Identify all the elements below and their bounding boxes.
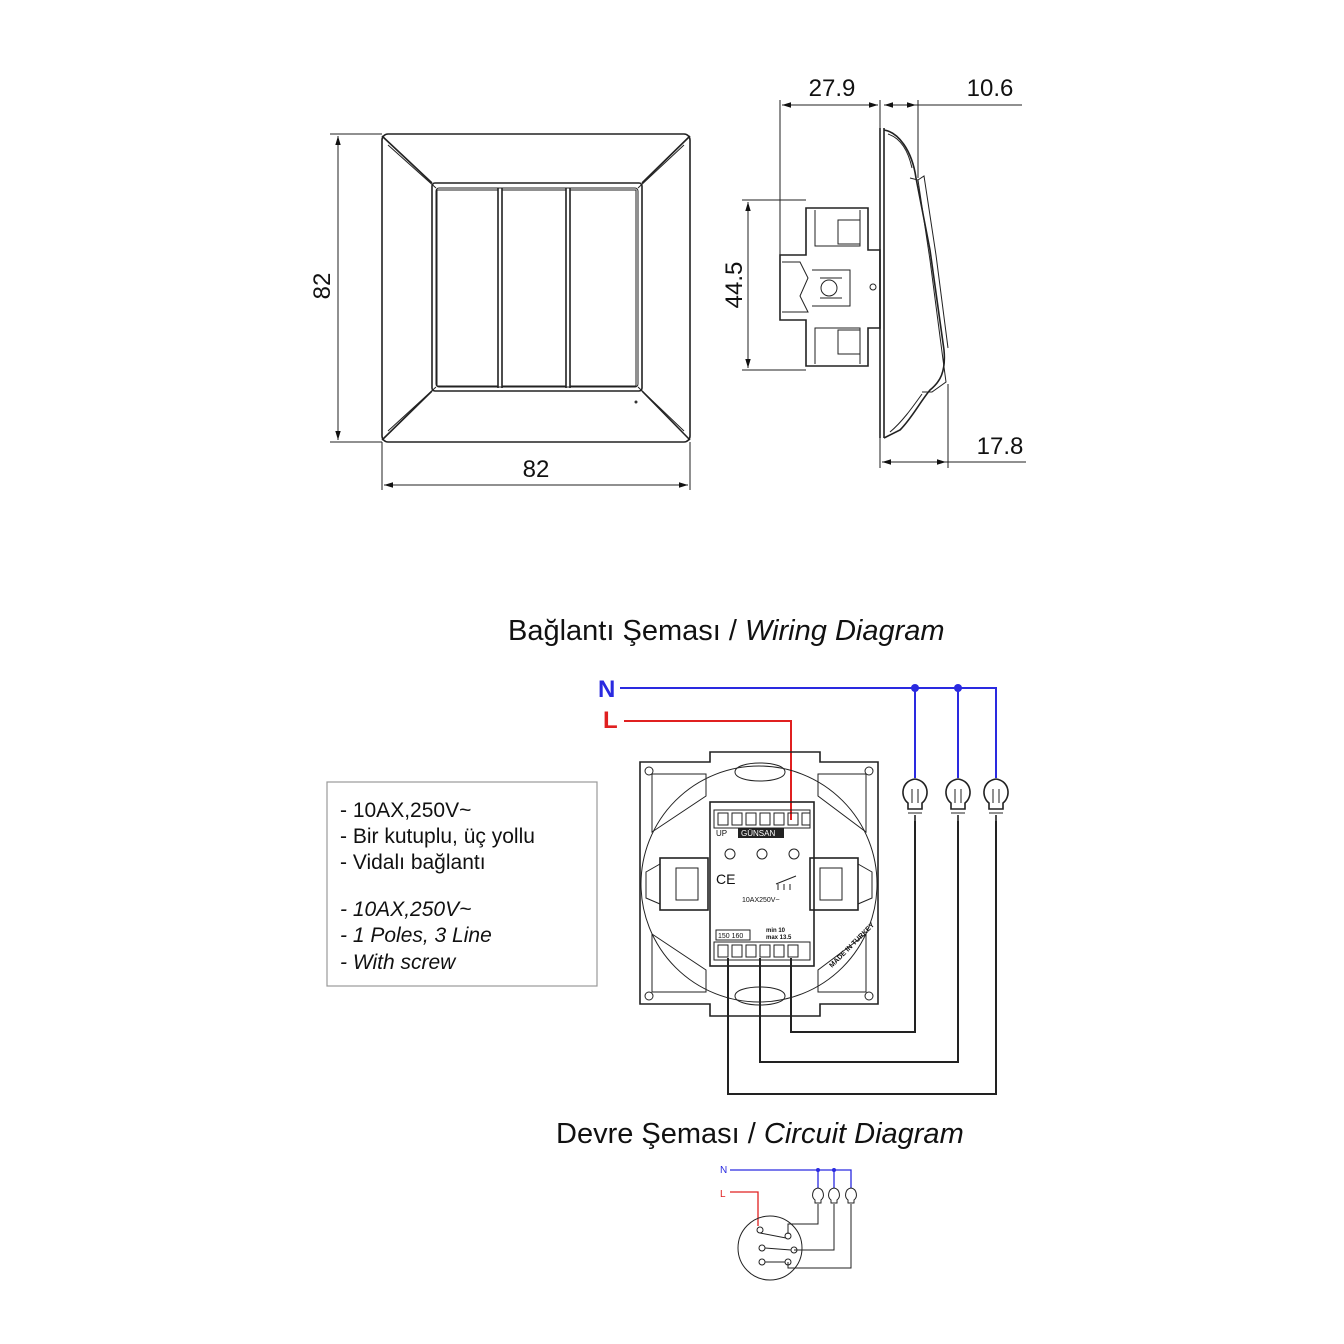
front-height-label: 82 (309, 273, 336, 300)
wiring-title: Bağlantı Şeması / Wiring Diagram (508, 615, 945, 647)
rotary-switch-symbol (737, 1215, 803, 1281)
side-bottom-label: 17.8 (977, 433, 1024, 460)
spec-tr-1: - 10AX,250V~ (340, 799, 471, 822)
spec-en-3: - With screw (340, 951, 457, 974)
front-view: 82 82 (309, 133, 691, 490)
front-width-label: 82 (523, 456, 550, 483)
side-cover (879, 128, 949, 439)
lamp-icon (945, 778, 971, 821)
wiring-diagram: Bağlantı Şeması / Wiring Diagram N L (326, 615, 1009, 1095)
side-depth-label: 27.9 (809, 75, 856, 102)
spec-box: - 10AX,250V~ - Bir kutuplu, üç yollu - V… (326, 781, 598, 987)
return-wire-3 (727, 821, 997, 1095)
circuit-live-label: L (720, 1189, 726, 1200)
lamp-icon (828, 1187, 840, 1204)
live-label: L (603, 707, 618, 734)
neutral-wire (620, 687, 997, 778)
front-plate-inner (431, 182, 643, 392)
rocker-buttons (436, 188, 637, 388)
spec-tr-2: - Bir kutuplu, üç yollu (340, 825, 535, 848)
side-mech-height-label: 44.5 (721, 262, 748, 309)
lamp-icon (983, 778, 1009, 821)
device-min: min 10 (766, 928, 786, 934)
device-made-label: MADE IN TURKEY (828, 922, 876, 970)
lamp-icon (845, 1187, 857, 1204)
device-max: max 13.5 (766, 935, 792, 941)
side-mechanism (779, 207, 881, 367)
live-wire (624, 720, 792, 820)
lamp-icon (812, 1187, 824, 1204)
device-brand: GÜNSAN (741, 829, 775, 838)
lamp-icon (902, 778, 928, 821)
spec-tr-3: - Vidalı bağlantı (340, 851, 486, 874)
lamp-icons (902, 778, 1009, 821)
front-plate-outer (381, 133, 691, 443)
ce-mark: CE (716, 871, 735, 887)
circuit-title: Devre Şeması / Circuit Diagram (556, 1118, 964, 1150)
circuit-diagram: Devre Şeması / Circuit Diagram N L (556, 1118, 964, 1281)
device-code: 150 160 (718, 933, 743, 940)
device-up-label: UP (716, 829, 727, 838)
return-wire-1 (790, 821, 916, 1033)
return-wire-2 (759, 821, 959, 1063)
side-front-label: 10.6 (967, 75, 1014, 102)
spec-en-2: - 1 Poles, 3 Line (340, 924, 492, 947)
side-view: 27.9 10.6 44.5 17.8 (721, 75, 1026, 468)
device-rating: 10AX250V~ (742, 897, 780, 904)
circuit-neutral-label: N (720, 1165, 727, 1176)
circuit-lamps (812, 1187, 857, 1204)
neutral-label: N (598, 676, 615, 703)
spec-en-1: - 10AX,250V~ (340, 898, 471, 921)
